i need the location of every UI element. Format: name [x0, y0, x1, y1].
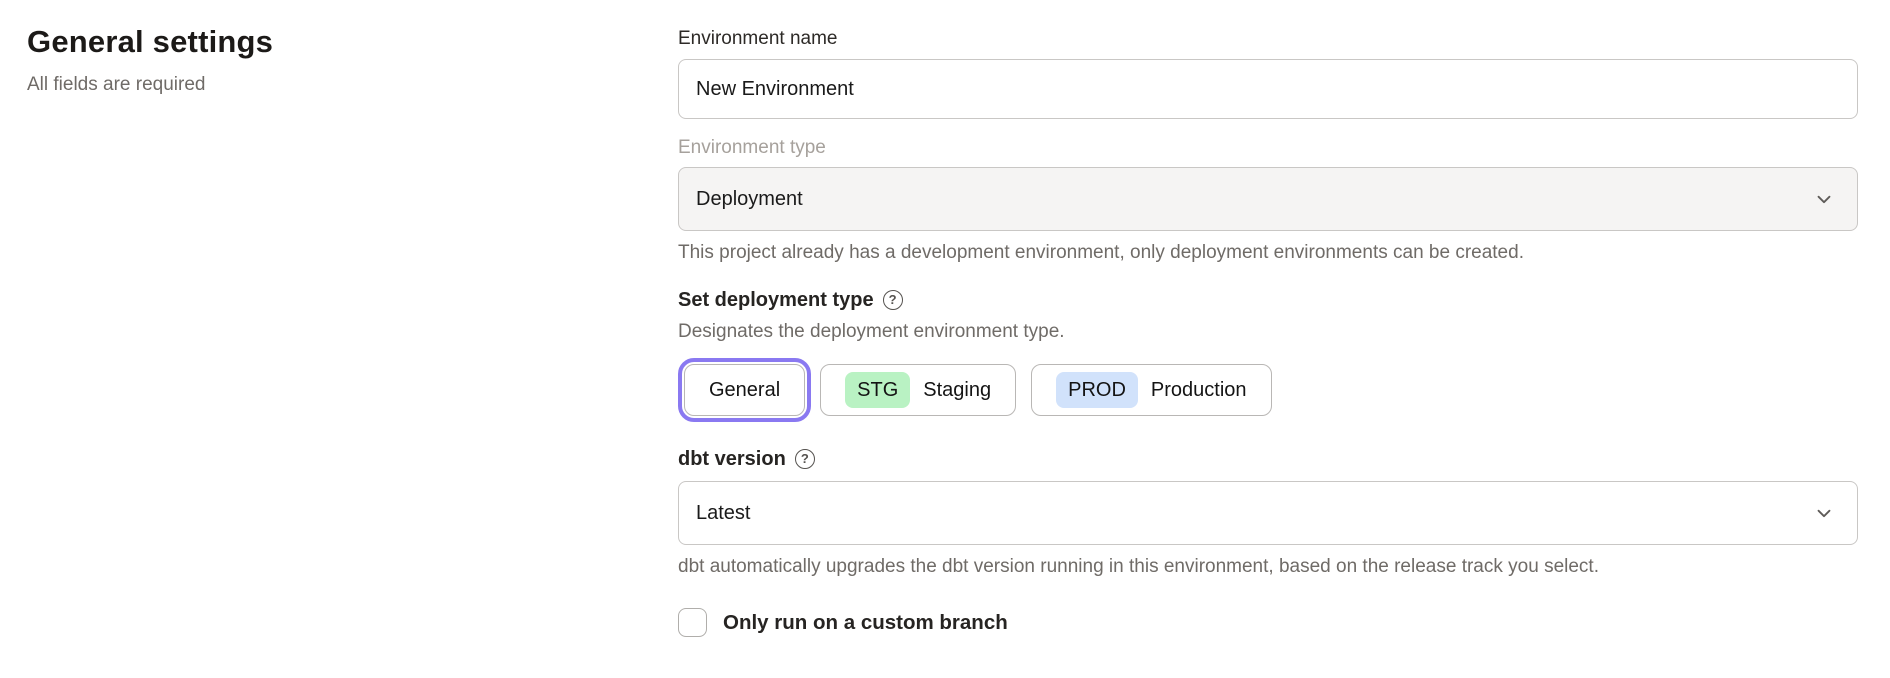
deployment-type-heading-text: Set deployment type — [678, 289, 874, 311]
staging-option-label: Staging — [923, 378, 992, 401]
dbt-version-select[interactable]: Latest — [678, 481, 1858, 545]
chevron-down-icon — [1813, 188, 1835, 210]
page-title: General settings — [27, 24, 274, 59]
environment-type-value: Deployment — [696, 187, 803, 210]
custom-branch-checkbox[interactable] — [678, 608, 707, 637]
stg-badge: STG — [845, 372, 911, 408]
deployment-type-option-general[interactable]: General — [677, 358, 812, 422]
chevron-down-icon — [1813, 502, 1835, 524]
settings-form: Environment name Environment type Deploy… — [677, 28, 1858, 637]
deployment-type-options: General STG Staging PROD Production — [677, 358, 1858, 422]
general-option-label: General — [709, 378, 781, 401]
custom-branch-row: Only run on a custom branch — [678, 608, 1858, 637]
dbt-version-heading: dbt version ? — [678, 447, 1858, 471]
dbt-version-helper: dbt automatically upgrades the dbt versi… — [678, 556, 1599, 577]
dbt-version-heading-text: dbt version — [678, 448, 786, 470]
environment-type-helper: This project already has a development e… — [678, 242, 1524, 263]
environment-type-label: Environment type — [678, 137, 826, 158]
prod-badge: PROD — [1056, 372, 1138, 408]
environment-name-label: Environment name — [678, 28, 838, 49]
environment-name-input[interactable] — [678, 59, 1858, 119]
help-icon[interactable]: ? — [882, 290, 903, 310]
dbt-version-value: Latest — [696, 501, 751, 524]
help-icon[interactable]: ? — [794, 449, 815, 469]
deployment-type-heading: Set deployment type ? — [678, 288, 1858, 312]
custom-branch-label[interactable]: Only run on a custom branch — [723, 610, 1008, 634]
deployment-type-description: Designates the deployment environment ty… — [678, 321, 1065, 342]
page-subtitle: All fields are required — [27, 74, 206, 95]
environment-type-select[interactable]: Deployment — [678, 167, 1858, 231]
deployment-type-option-staging[interactable]: STG Staging — [820, 364, 1017, 416]
production-option-label: Production — [1150, 378, 1247, 401]
deployment-type-option-production[interactable]: PROD Production — [1031, 364, 1272, 416]
section-header: General settings All fields are required — [27, 24, 587, 96]
